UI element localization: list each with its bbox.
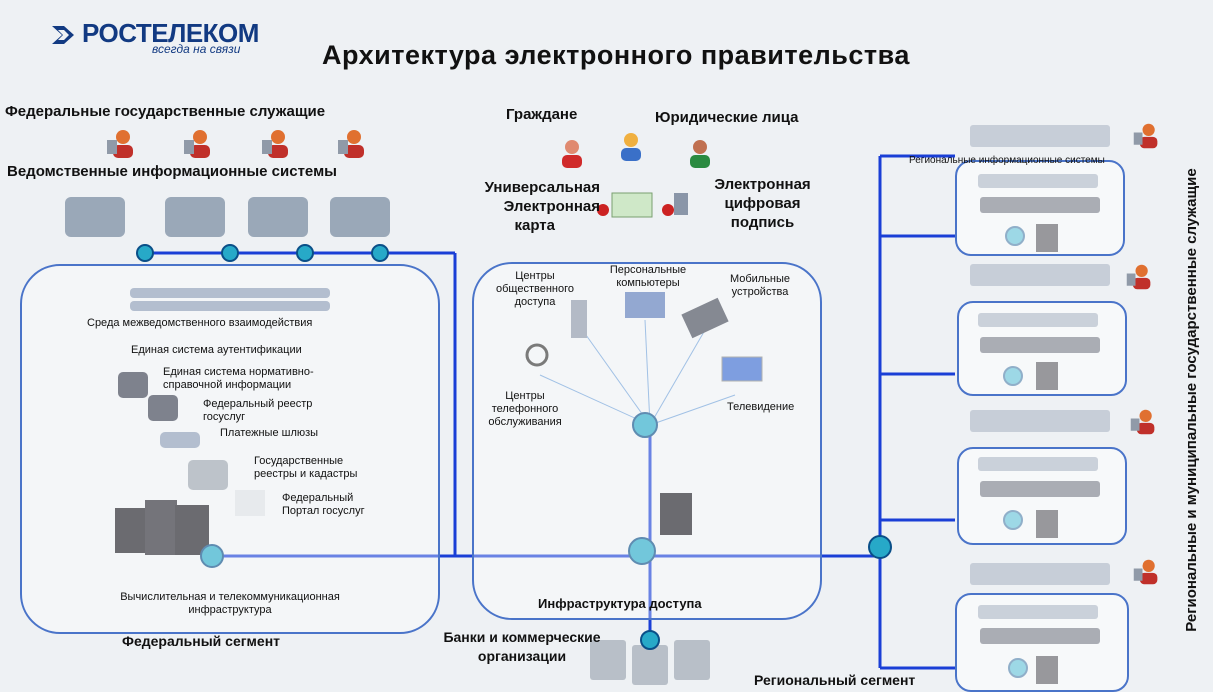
auth-system-label: Единая система аутентификации xyxy=(131,344,302,356)
federal-segment-caption: Федеральный сегмент xyxy=(122,633,281,649)
banks-label: Банки и коммерческие организации xyxy=(443,629,601,664)
federal-segment-box xyxy=(20,264,440,634)
registries-label-2: реестры и кадастры xyxy=(254,468,358,480)
tv-icon xyxy=(721,356,763,382)
computer-icon xyxy=(625,292,665,318)
citizen-icon xyxy=(562,140,582,168)
digital-signature-label: Электронная цифровая подпись xyxy=(714,176,811,231)
normative-system-label-1: Единая система нормативно- xyxy=(163,366,314,378)
tv-label: Телевидение xyxy=(727,401,795,413)
servant-3-icon xyxy=(262,130,288,158)
agency-server-icons xyxy=(65,197,390,237)
portal-label-1: Федеральный xyxy=(282,492,354,504)
connection-lines xyxy=(140,154,955,670)
federal-server-icons xyxy=(115,493,692,555)
servant-1-icon xyxy=(107,130,133,158)
legal-entities-label: Юридические лица xyxy=(655,109,799,126)
servant-4-icon xyxy=(338,130,364,158)
registries-label-1: Государственные xyxy=(254,455,344,467)
normative-system-label-2: справочной информации xyxy=(163,379,292,391)
regional-servant-3-icon xyxy=(1130,409,1155,435)
public-access-centers-label: Центры общественного доступа xyxy=(496,270,574,308)
regional-servant-1-icon xyxy=(1133,123,1158,149)
servant-2-icon xyxy=(184,130,210,158)
services-registry-label-1: Федеральный реестр xyxy=(203,398,313,410)
mobile-devices-label: Мобильные устройства xyxy=(729,273,791,298)
agency-systems-label: Ведомственные информационные системы xyxy=(7,163,337,180)
legal-entity-icon xyxy=(690,140,710,168)
regional-box-1 xyxy=(955,160,1125,256)
signature-seal-icon xyxy=(662,204,674,216)
infrastructure-label: Вычислительная и телекоммуникационная ин… xyxy=(120,591,340,616)
mobile-icon xyxy=(681,297,729,339)
rostelecom-logo-icon xyxy=(52,26,74,44)
federal-servants-label: Федеральные государственные служащие xyxy=(5,103,326,120)
access-infrastructure-caption: Инфраструктура доступа xyxy=(538,596,702,611)
bank-server-icons xyxy=(590,640,710,685)
citizens-label: Граждане xyxy=(506,106,578,123)
headset-icon xyxy=(525,343,549,367)
regional-segment-caption: Региональный сегмент xyxy=(754,672,916,688)
kiosk-icon xyxy=(571,300,587,338)
electronic-card-icon xyxy=(611,192,653,218)
payment-gateways-label: Платежные шлюзы xyxy=(220,427,319,439)
services-registry-label-2: госуслуг xyxy=(203,411,246,423)
personal-computers-label: Персональные компьютеры xyxy=(609,264,687,289)
regional-systems-label: Региональные информационные системы xyxy=(909,155,1105,166)
regional-servant-2-icon xyxy=(1126,264,1151,290)
interagency-env-label: Среда межведомственного взаимодействия xyxy=(87,317,313,329)
portal-label-2: Портал госуслуг xyxy=(282,505,365,517)
regional-servants-vertical-label: Региональные и муниципальные государстве… xyxy=(1183,168,1200,632)
logo-name: РОСТЕЛЕКОМ xyxy=(82,18,259,48)
regional-box-2 xyxy=(957,301,1127,396)
card-seal-icon xyxy=(597,204,609,216)
database-icons xyxy=(118,288,330,516)
access-segment-box xyxy=(472,262,822,620)
regional-box-4 xyxy=(955,593,1129,692)
regional-servant-4-icon xyxy=(1133,559,1158,585)
signature-pen-icon xyxy=(674,193,688,215)
universal-card-label: Универсальная Электронная карта xyxy=(484,179,600,234)
regional-box-3 xyxy=(957,447,1127,545)
call-centers-label: Центры телефонного обслуживания xyxy=(488,390,562,428)
regional-server-icons xyxy=(970,125,1110,585)
page-title: Архитектура электронного правительства xyxy=(322,40,910,70)
logo-slogan: всегда на связи xyxy=(152,42,241,56)
worker-icon xyxy=(621,133,641,161)
